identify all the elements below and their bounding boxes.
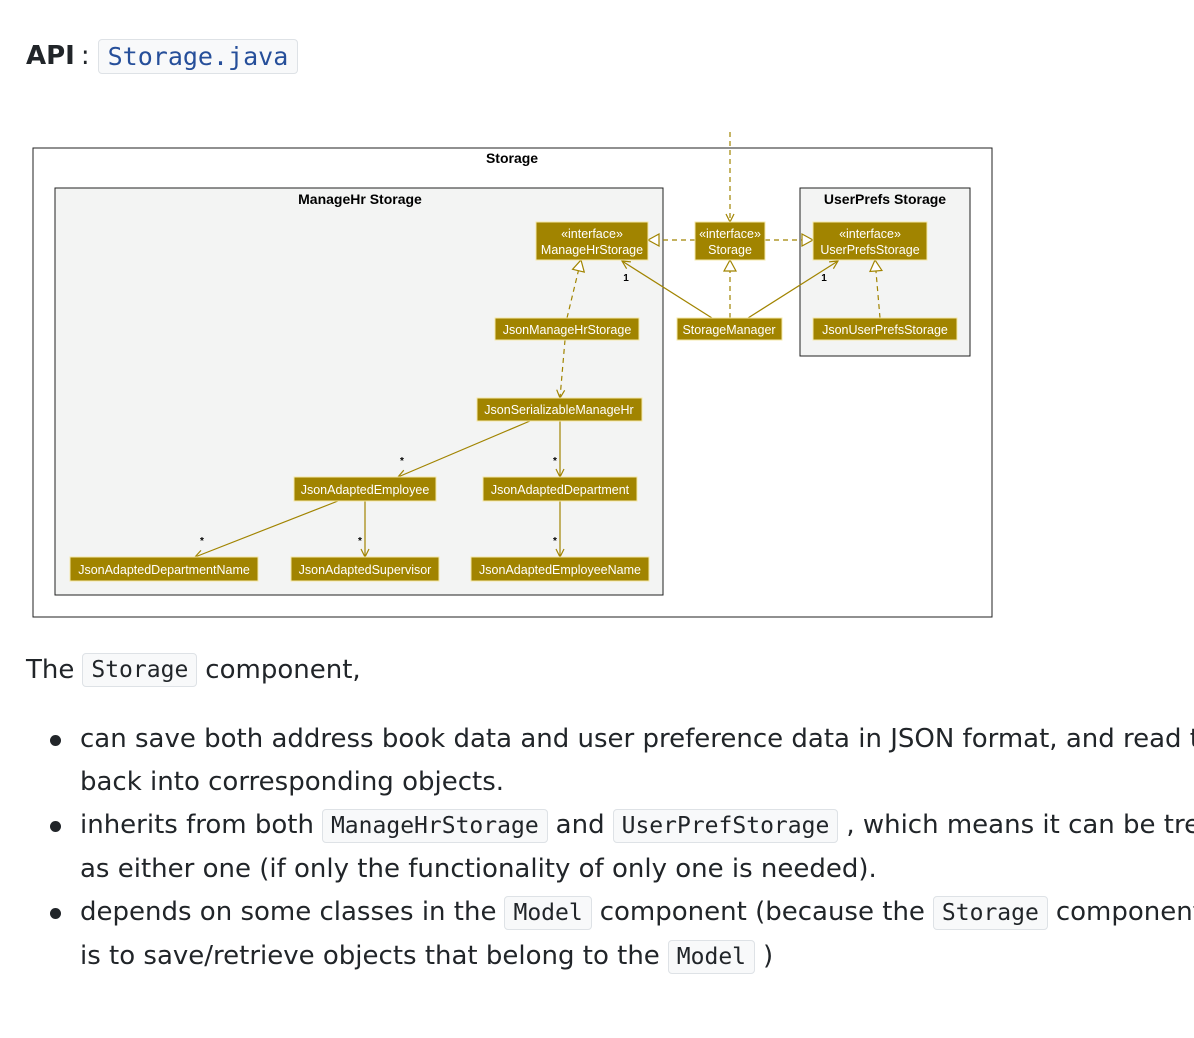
bullet-2-line-2: as either one (if only the functionality… [80, 854, 877, 884]
bullet-1-line-2: back into corresponding objects. [80, 767, 505, 797]
svg-text:JsonAdaptedDepartmentName: JsonAdaptedDepartmentName [78, 563, 250, 577]
svg-text:JsonAdaptedEmployeeName: JsonAdaptedEmployeeName [479, 563, 641, 577]
multiplicity-supervisor: * [358, 536, 362, 547]
bullet-3-mid: component (because the [599, 897, 925, 927]
multiplicity-departmentname: * [200, 536, 204, 547]
code-managehrstorage: ManageHrStorage [321, 809, 548, 843]
edge-serializable-to-employee [398, 420, 531, 477]
bullet-3-line-2: is to save/retrieve objects that belong … [80, 935, 1194, 979]
svg-text:StorageManager: StorageManager [682, 323, 775, 337]
class-jsonmanagehrstorage: JsonManageHrStorage [494, 317, 640, 341]
svg-text:UserPrefsStorage: UserPrefsStorage [820, 243, 919, 257]
bullet-3-line-2-post: ) [763, 941, 774, 971]
api-colon: : [80, 41, 90, 71]
intro-suffix: component, [205, 655, 361, 685]
multiplicity-managehrstorage: 1 [623, 273, 629, 284]
multiplicity-department: * [553, 456, 557, 467]
bullet-3-pre: depends on some classes in the [80, 897, 497, 927]
class-jsonadaptedsupervisor: JsonAdaptedSupervisor [290, 556, 440, 582]
class-managehrstorage: «interface» ManageHrStorage [535, 221, 649, 261]
edge-jsonmanagehrstorage-to-serializable [560, 339, 566, 398]
svg-text:JsonSerializableManageHr: JsonSerializableManageHr [484, 403, 633, 417]
class-jsonadaptedemployeename: JsonAdaptedEmployeeName [470, 556, 650, 582]
svg-text:JsonAdaptedDepartment: JsonAdaptedDepartment [491, 483, 630, 497]
code-storage: Storage [932, 896, 1048, 930]
list-item: can save both address book data and user… [30, 718, 1194, 804]
svg-text:JsonUserPrefsStorage: JsonUserPrefsStorage [822, 323, 948, 337]
svg-text:JsonAdaptedEmployee: JsonAdaptedEmployee [301, 483, 430, 497]
class-jsonadaptedemployee: JsonAdaptedEmployee [293, 476, 437, 502]
class-jsonserializablemanagehr: JsonSerializableManageHr [476, 397, 643, 422]
code-model-2: Model [667, 940, 756, 974]
class-storagemanager: StorageManager [676, 317, 783, 341]
class-storage: «interface» Storage [694, 221, 766, 261]
class-jsonadapteddepartment: JsonAdaptedDepartment [482, 476, 638, 502]
api-label: API [26, 41, 75, 71]
storage-java-link[interactable]: Storage.java [97, 38, 299, 74]
storage-class-diagram: Storage ManageHr Storage UserPrefs Stora… [32, 132, 993, 618]
storage-responsibilities-list: can save both address book data and user… [30, 718, 1194, 979]
bullet-2-post: , which means it can be treated [846, 810, 1194, 840]
bullet-2-pre: inherits from both [80, 810, 314, 840]
svg-text:JsonAdaptedSupervisor: JsonAdaptedSupervisor [299, 563, 432, 577]
userprefs-storage-package-title: UserPrefs Storage [824, 191, 946, 207]
intro-prefix: The [26, 655, 75, 685]
svg-text:Storage: Storage [708, 243, 752, 257]
edge-storagemanager-to-managehrstorage [622, 261, 713, 319]
edge-storagemanager-to-userprefsstorage [747, 261, 838, 319]
bullet-2-mid: and [555, 810, 605, 840]
multiplicity-userprefsstorage: 1 [821, 273, 827, 284]
intro-paragraph: The Storage component, [26, 650, 361, 690]
svg-text:«interface»: «interface» [699, 227, 761, 241]
svg-text:«interface»: «interface» [561, 227, 623, 241]
intro-code-storage: Storage [82, 653, 198, 687]
class-jsonadapteddepartmentname: JsonAdaptedDepartmentName [69, 556, 259, 582]
api-line: API : Storage.java [26, 36, 299, 76]
bullet-3-post: component's job [1055, 897, 1194, 927]
class-jsonuserprefsstorage: JsonUserPrefsStorage [812, 317, 958, 341]
svg-text:ManageHrStorage: ManageHrStorage [541, 243, 643, 257]
edge-jsonuserprefsstorage-implements-userprefsstorage [875, 260, 880, 319]
edge-jsonmanagehrstorage-implements-managehrstorage [566, 260, 581, 319]
bullet-3-line-2-pre: is to save/retrieve objects that belong … [80, 941, 660, 971]
managehr-storage-package-title: ManageHr Storage [298, 191, 422, 207]
class-userprefsstorage: «interface» UserPrefsStorage [812, 221, 928, 261]
bullet-1-line-1: can save both address book data and user… [80, 724, 1194, 754]
storage-package-title: Storage [486, 150, 538, 166]
multiplicity-employee: * [400, 456, 404, 467]
edge-employee-to-departmentname [195, 500, 339, 557]
code-model: Model [504, 896, 592, 930]
svg-text:JsonManageHrStorage: JsonManageHrStorage [503, 323, 632, 337]
code-userprefstorage: UserPrefStorage [612, 809, 839, 843]
section-heading-fragment [28, 0, 268, 4]
multiplicity-employeename: * [553, 536, 557, 547]
svg-text:«interface»: «interface» [839, 227, 901, 241]
